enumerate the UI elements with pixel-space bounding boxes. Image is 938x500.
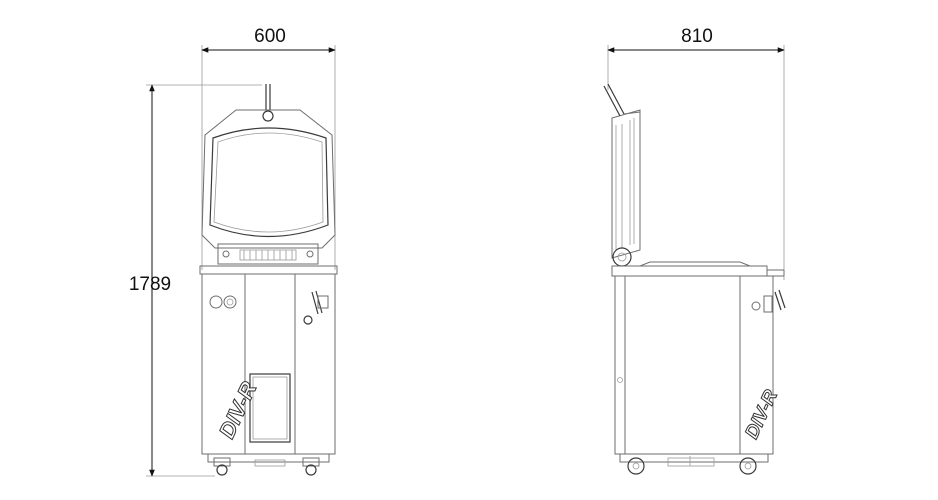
dimension-side-depth: 810 — [607, 26, 785, 280]
front-width-label: 600 — [254, 26, 286, 47]
dimension-height: 1789 — [129, 84, 262, 477]
front-logo: DIV-R — [214, 378, 262, 442]
front-view: DIV-R — [199, 84, 338, 476]
height-label: 1789 — [129, 274, 171, 295]
dimension-front-width: 600 — [201, 26, 336, 270]
side-view: DIV-R — [603, 83, 786, 475]
side-logo: DIV-R — [741, 387, 782, 442]
side-depth-label: 810 — [681, 26, 713, 47]
